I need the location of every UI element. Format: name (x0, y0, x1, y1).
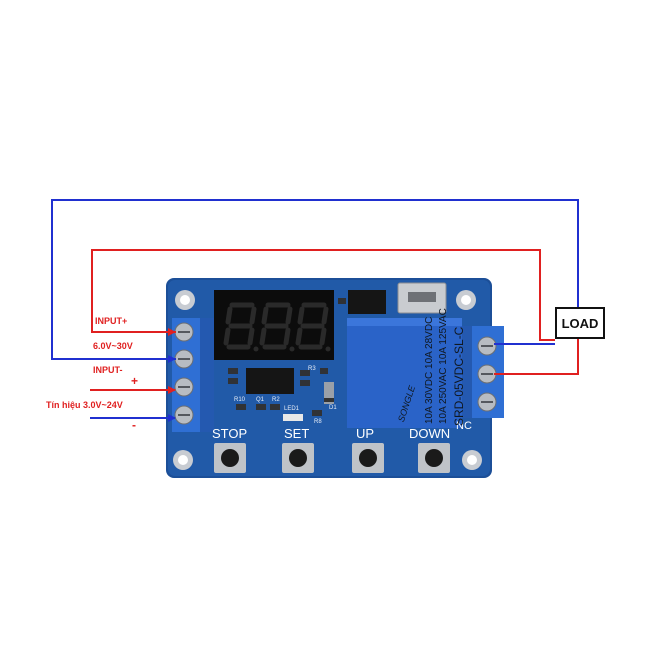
wire-load-red (494, 339, 579, 375)
smd-components (228, 298, 346, 416)
silk-r3: R3 (308, 366, 316, 372)
wire-blue-loop (51, 199, 579, 360)
usb-port (397, 282, 447, 314)
silk-led1: LED1 (284, 406, 300, 412)
button-up-label: UP (356, 426, 375, 441)
seven-segment-display (214, 290, 334, 360)
button-set-label: SET (284, 426, 310, 441)
relay (347, 318, 462, 428)
relay-rating-2: 10A 30VDC 10A 28VDC (424, 316, 435, 424)
load-box: LOAD (555, 307, 605, 339)
silk-r2: R2 (272, 397, 280, 403)
silk-d1: D1 (329, 405, 337, 411)
button-stop-label: STOP (212, 426, 248, 441)
mounting-hole-tr (456, 290, 476, 310)
signal-minus-label: - (132, 418, 136, 432)
button-down[interactable] (418, 443, 450, 473)
relay-rating-1: 10A 250VAC 10A 125VAC (438, 308, 449, 424)
relay-model: SRD-05VDC-SL-C (452, 326, 466, 426)
signal-label: Tín hiệu 3.0V~24V (46, 400, 123, 410)
mounting-hole-tl (175, 290, 195, 310)
silk-r8: R8 (314, 419, 322, 425)
silk-q1: Q1 (256, 397, 265, 403)
diode (324, 382, 334, 404)
input-voltage-label: 6.0V~30V (93, 341, 133, 351)
button-stop[interactable] (214, 443, 246, 473)
load-label: LOAD (561, 315, 599, 331)
silk-r10: R10 (234, 397, 246, 403)
button-up[interactable] (352, 443, 384, 473)
mounting-hole-bl (173, 450, 193, 470)
output-terminal-block (462, 326, 504, 418)
ic-chip (246, 368, 294, 394)
input-plus-label: INPUT+ (95, 316, 128, 326)
nc-label: NC (456, 420, 472, 432)
button-set[interactable] (282, 443, 314, 473)
led-indicator (283, 414, 303, 421)
button-down-label: DOWN (409, 426, 451, 441)
signal-plus-label: + (131, 374, 139, 388)
input-terminal-block (172, 318, 214, 432)
wire-red-loop (91, 249, 555, 341)
input-minus-label: INPUT- (93, 365, 123, 375)
mounting-hole-br (462, 450, 482, 470)
regulator-chip (348, 290, 386, 314)
